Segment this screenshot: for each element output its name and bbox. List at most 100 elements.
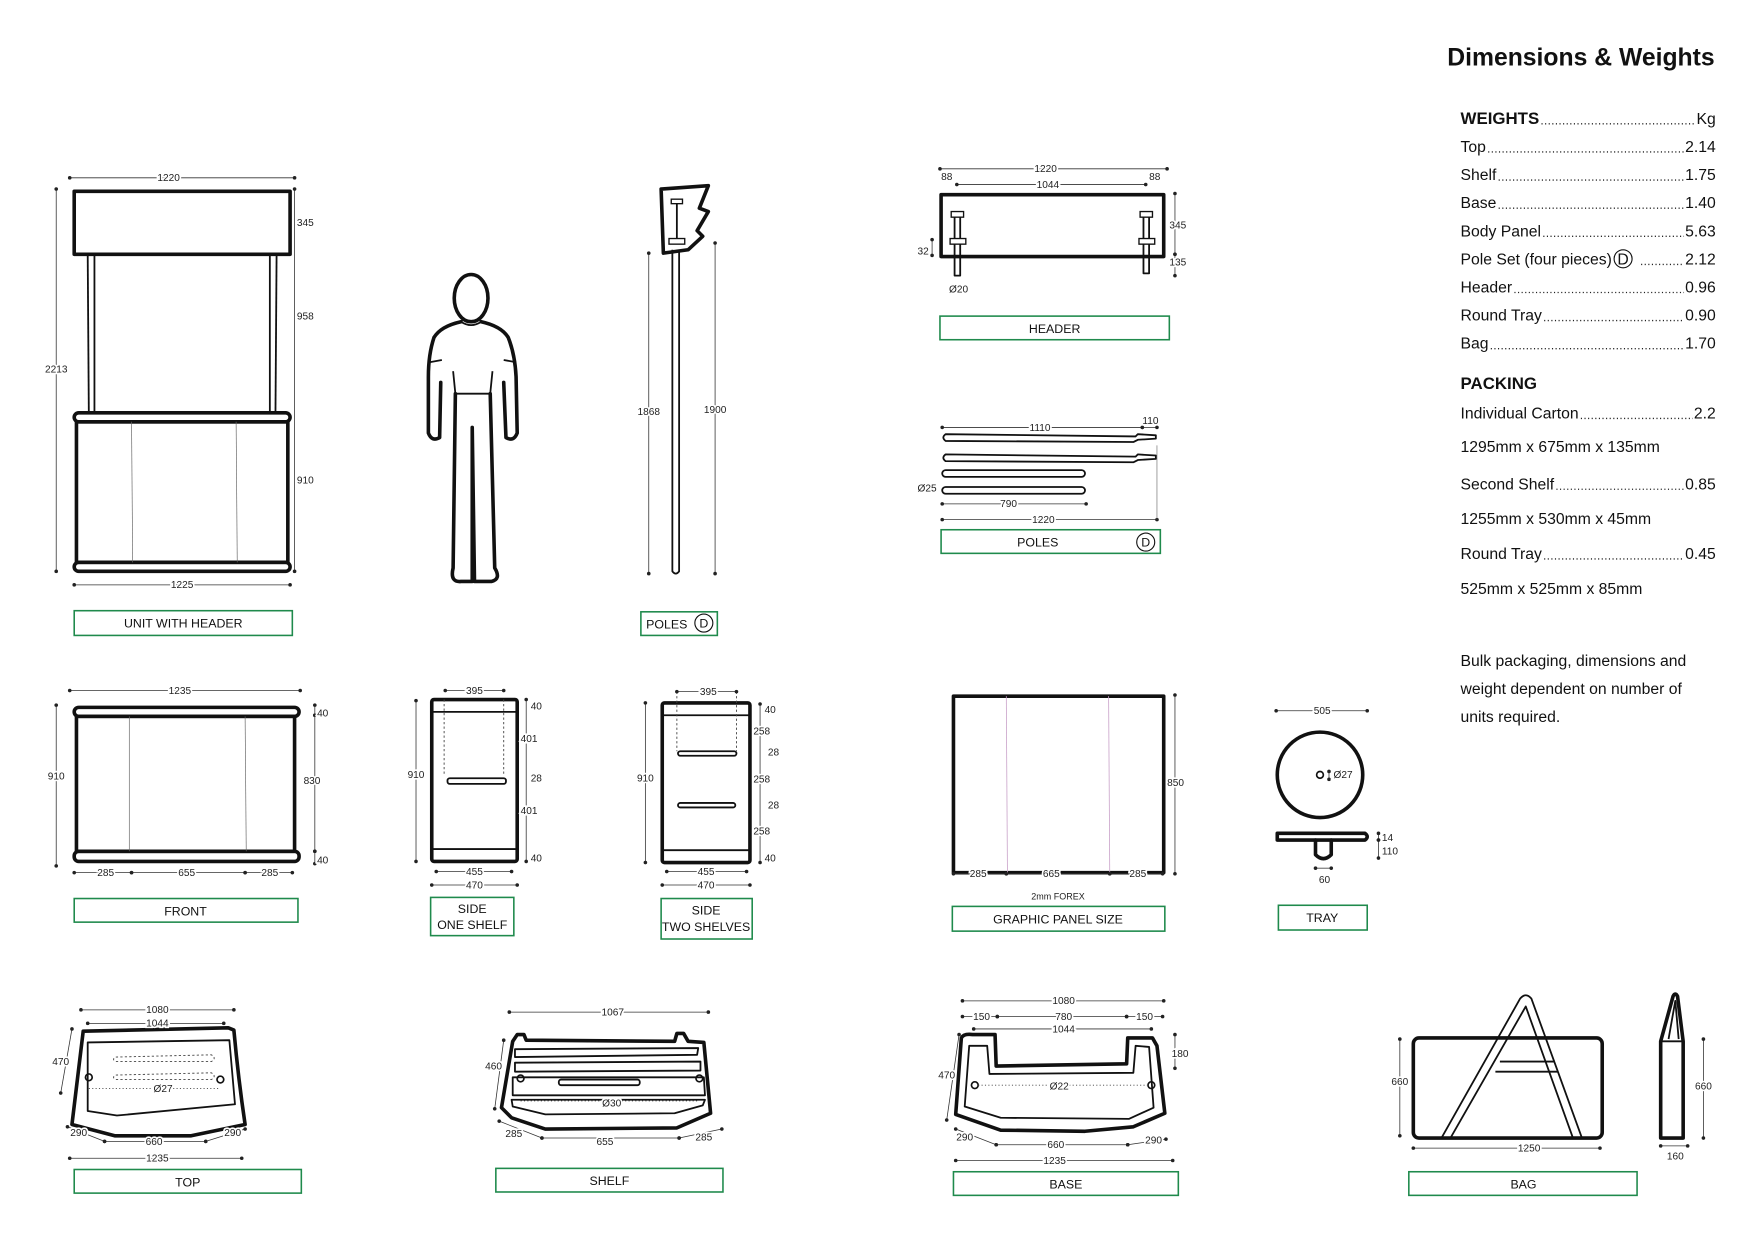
packing-size: 1255mm x 530mm x 45mm	[1461, 511, 1652, 528]
weights-heading: WEIGHTS	[1461, 109, 1540, 128]
dimension-label: 660	[146, 1137, 163, 1148]
dimension-label: 60	[1319, 875, 1331, 886]
dimension-label: 110	[1382, 847, 1398, 858]
drawing-label: POLES	[1017, 536, 1058, 550]
drawing-label: SIDE	[692, 903, 721, 917]
dimension-label: 40	[531, 702, 543, 713]
dimension-label: 290	[70, 1128, 87, 1139]
dimension-label: 88	[941, 172, 953, 183]
drawing-label: HEADER	[1029, 322, 1081, 336]
weight-value: 1.75	[1685, 167, 1716, 184]
weight-value: 2.12	[1685, 251, 1716, 268]
poles-side-drawing: 1868 1900 POLES D	[636, 183, 728, 637]
dimension-label: 110	[1142, 416, 1158, 427]
packing-size: 525mm x 525mm x 85mm	[1461, 581, 1643, 598]
packing-note-line: weight dependent on number of	[1460, 681, 1683, 698]
dimension-label: 1044	[1037, 180, 1060, 191]
drawing-label: UNIT WITH HEADER	[124, 617, 243, 631]
weight-label: Body Panel	[1461, 223, 1541, 240]
dimension-label: 1900	[704, 405, 727, 416]
dimension-label: 470	[698, 880, 715, 891]
dimension-label: 285	[970, 869, 987, 880]
drawing-label: GRAPHIC PANEL SIZE	[993, 912, 1123, 926]
d-circle-icon	[1136, 532, 1156, 552]
dimension-label: 1220	[1032, 515, 1055, 526]
top-drawing: 1080 1044 470 Ø27 290 660 290 1235 TOP	[51, 1004, 303, 1194]
dimension-label: 470	[466, 880, 483, 891]
dimension-label: 910	[408, 770, 425, 781]
dimension-label: 1235	[169, 686, 192, 697]
header-drawing: 1220 88 88 1044 345 135 32 Ø20 HEADER	[916, 163, 1188, 341]
weight-row-top: Top 2.14	[1461, 139, 1716, 156]
dimension-label: Ø27	[153, 1084, 172, 1095]
weight-row-body-panel: Body Panel 5.63	[1461, 223, 1716, 240]
dimension-label: 790	[1000, 499, 1017, 510]
label-box	[939, 315, 1171, 341]
dimension-label: 40	[531, 853, 543, 864]
packing-label: Individual Carton	[1461, 405, 1579, 422]
packing-label: Second Shelf	[1461, 476, 1555, 493]
unit-with-header-drawing: 1220 2213 345 958 910 1225 UNIT WITH HEA…	[43, 172, 316, 637]
dimension-label: 285	[1129, 869, 1146, 880]
front-drawing: 1235 910 40 830 40 285 655 285 FRONT	[46, 684, 330, 923]
dimension-label: 40	[765, 705, 777, 716]
drawing-label: TRAY	[1306, 911, 1338, 925]
packing-value: 0.45	[1685, 546, 1716, 563]
human-figure-icon	[426, 272, 520, 584]
dimension-label: 40	[765, 853, 777, 864]
weight-label: Shelf	[1461, 167, 1497, 184]
dimension-label: 1225	[171, 580, 194, 591]
poles-drawing: 1110 110 Ø25 790 1220 POLES D	[916, 414, 1162, 555]
dimension-label: 345	[297, 218, 314, 229]
weights-heading-row: WEIGHTS Kg	[1461, 109, 1716, 128]
weight-value: 0.96	[1685, 279, 1716, 296]
dimension-label: 910	[637, 774, 654, 785]
dimension-label: 28	[768, 748, 780, 759]
page-title: Dimensions & Weights	[1447, 44, 1714, 71]
badge-letter: D	[1141, 536, 1150, 550]
weight-value: 0.90	[1685, 308, 1716, 325]
weight-label: Top	[1461, 139, 1487, 156]
d-circle-icon: D	[1613, 249, 1633, 268]
weight-label: Base	[1461, 195, 1497, 212]
dimension-label: 345	[1169, 220, 1186, 231]
label-box	[73, 897, 299, 923]
label-box	[429, 896, 515, 937]
dimension-label: Ø25	[917, 484, 936, 495]
dimension-label: 910	[297, 476, 314, 487]
packing-note-line: Bulk packaging, dimensions and	[1461, 653, 1687, 670]
weight-label: Bag	[1461, 336, 1489, 353]
dimension-label: 455	[698, 867, 715, 878]
weight-row-pole-set: Pole Set (four pieces) D 2.12	[1461, 249, 1716, 268]
dimension-label: 290	[224, 1128, 241, 1139]
badge-letter: D	[699, 617, 708, 631]
dimension-label: 665	[1043, 869, 1060, 880]
drawing-label: FRONT	[164, 904, 207, 918]
side-one-shelf-drawing: 395 910 40 401 28 401 40 455 470 SIDE ON…	[406, 684, 544, 937]
dimension-label: 505	[1314, 706, 1331, 717]
dimension-label: 285	[97, 868, 114, 879]
weights-unit: Kg	[1697, 111, 1716, 128]
dimension-label: 655	[178, 868, 195, 879]
dimension-label: 958	[297, 311, 314, 322]
dimension-label: 1110	[1030, 423, 1051, 434]
dimension-label: 1868	[638, 407, 661, 418]
dimension-label: 1080	[146, 1005, 169, 1016]
dimension-label: 470	[52, 1057, 69, 1068]
dimension-label: 258	[753, 775, 770, 786]
label-box	[660, 897, 753, 940]
weight-label: Header	[1461, 279, 1513, 296]
packing-heading: PACKING	[1461, 374, 1538, 393]
material-note: 2mm FOREX	[1031, 892, 1084, 902]
dimension-label: 258	[753, 726, 770, 737]
packing-value: 0.85	[1685, 476, 1716, 493]
weight-value: 5.63	[1685, 223, 1716, 240]
weight-value: 2.14	[1685, 139, 1716, 156]
tray-drawing: 505 Ø27 14 110 60 TRAY	[1274, 704, 1400, 931]
